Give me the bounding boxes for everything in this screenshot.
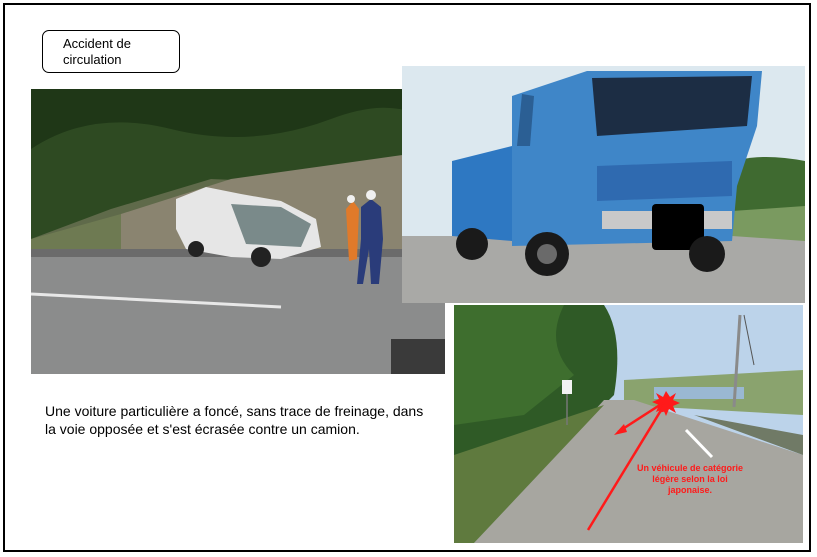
road-scene-image <box>454 305 803 543</box>
damaged-truck-image <box>402 66 805 303</box>
road-scene-photo <box>454 305 803 543</box>
vehicle-category-note: Un véhicule de catégorie légère selon la… <box>636 463 744 495</box>
damaged-truck-photo <box>402 66 805 303</box>
wrecked-car-photo <box>31 89 445 374</box>
wrecked-car-image <box>31 89 445 374</box>
accident-caption: Une voiture particulière a foncé, sans t… <box>45 403 424 437</box>
title-box: Accident de circulation <box>42 30 180 73</box>
title-text: Accident de circulation <box>63 36 131 67</box>
